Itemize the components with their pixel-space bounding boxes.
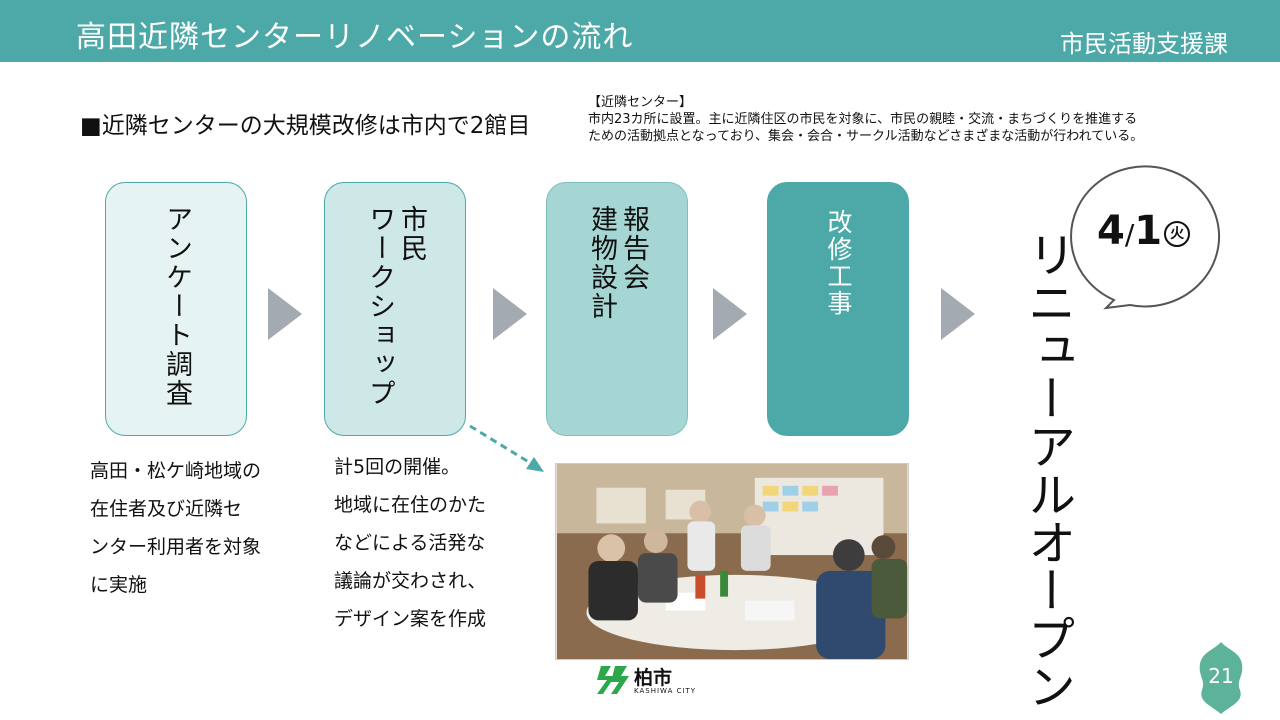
department-label: 市民活動支援課 (1060, 30, 1228, 58)
workshop-desc-line: 議論が交わされ、 (334, 570, 487, 592)
arrow-3 (713, 288, 747, 340)
step-design: 報告会 建物設計 (546, 182, 688, 436)
speech-bubble (1070, 165, 1220, 310)
arrow-1 (268, 288, 302, 340)
step-workshop: 市民 ワークショップ (324, 182, 466, 436)
workshop-desc-line: 計5回の開催。 (334, 456, 461, 478)
page-number: 21 (1208, 664, 1234, 688)
subheading: ■近隣センターの大規模改修は市内で2館目 (80, 113, 531, 139)
survey-desc-line: に実施 (90, 574, 148, 596)
step-construction-label: 改修工事 (824, 209, 853, 317)
date-slash: / (1124, 218, 1135, 251)
note-line-2: ための活動拠点となっており、集会・会合・サークル活動などさまざまな活動が行われて… (588, 129, 1144, 144)
note-heading: 【近隣センター】 (588, 95, 693, 110)
page-title: 高田近隣センターリノベーションの流れ (76, 20, 634, 55)
workshop-desc-line: デザイン案を作成 (334, 608, 487, 630)
step-workshop-label: 市民 ワークショップ (364, 205, 427, 408)
dashed-pointer-arrow (469, 424, 544, 472)
city-logo-icon (597, 666, 629, 694)
arrow-2 (493, 288, 527, 340)
renewal-open-label: リニューアルオープン (1019, 230, 1075, 710)
step-survey-label: アンケート調査 (161, 205, 192, 408)
survey-desc-line: 在住者及び近隣セ (90, 498, 243, 520)
city-logo-name: 柏市 (634, 667, 673, 689)
step-design-label: 報告会 建物設計 (586, 205, 649, 321)
workshop-desc-line: 地域に在住のかた (334, 494, 487, 516)
survey-desc-line: 高田・松ケ崎地域の (90, 460, 262, 482)
survey-desc-line: ンター利用者を対象 (90, 536, 262, 558)
date-month: 4 (1097, 208, 1125, 254)
workshop-description: 計5回の開催。 地域に在住のかた などによる活発な 議論が交わされ、 デザイン案… (334, 448, 486, 638)
weekday-badge: 火 (1164, 221, 1191, 247)
page-number-badge (1199, 642, 1243, 714)
step-construction: 改修工事 (767, 182, 909, 436)
workshop-photo (555, 463, 909, 660)
date-day: 1 (1134, 208, 1163, 254)
workshop-desc-line: などによる活発な (334, 532, 486, 554)
survey-description: 高田・松ケ崎地域の 在住者及び近隣セ ンター利用者を対象 に実施 (90, 452, 261, 604)
center-note: 【近隣センター】 市内23カ所に設置。主に近隣住区の市民を対象に、市民の親睦・交… (588, 94, 1143, 145)
arrow-4 (941, 288, 975, 340)
note-line-1: 市内23カ所に設置。主に近隣住区の市民を対象に、市民の親睦・交流・まちづくりを推… (588, 112, 1138, 127)
step-survey: アンケート調査 (105, 182, 247, 436)
header-bar: 高田近隣センターリノベーションの流れ 市民活動支援課 (0, 0, 1280, 62)
city-logo-subtitle: KASHIWA CITY (634, 687, 697, 695)
